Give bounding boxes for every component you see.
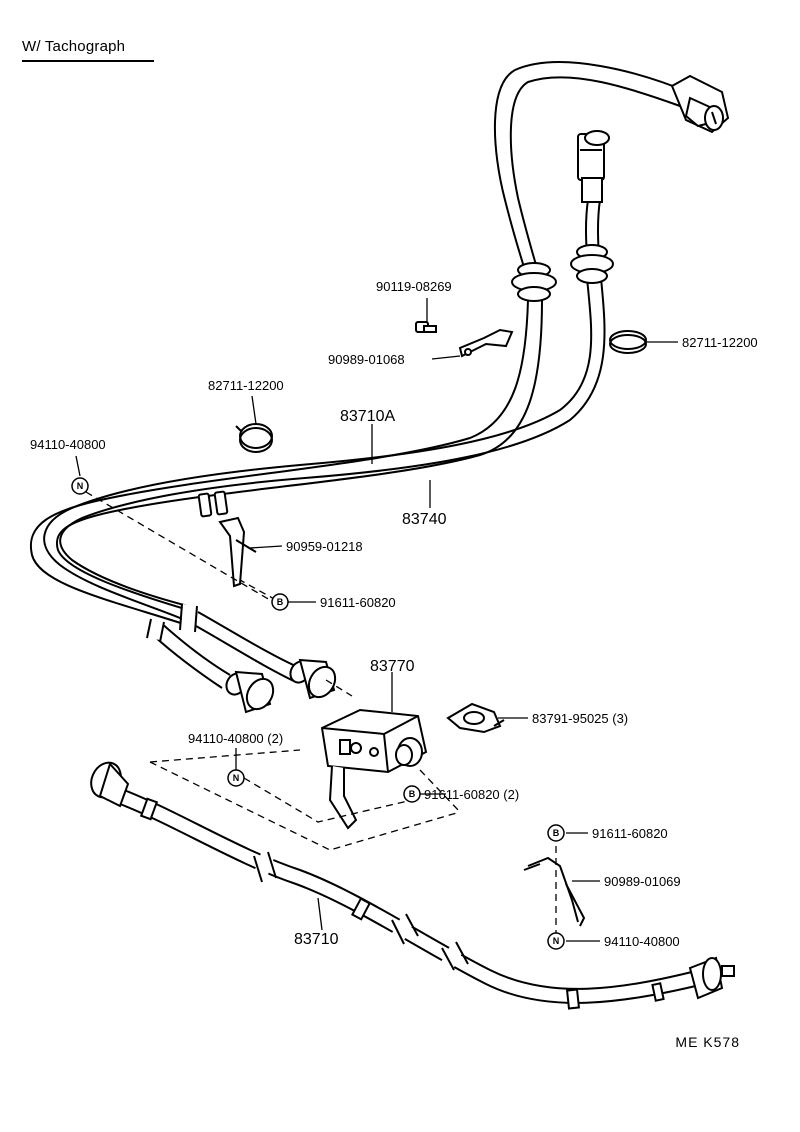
cable-83710a[interactable] <box>43 199 606 689</box>
label-82711-12200-right: 82711-12200 <box>682 335 758 350</box>
label-90989-01068: 90989-01068 <box>328 352 405 367</box>
label-90119-08269: 90119-08269 <box>376 279 452 294</box>
clip-90959-01218 <box>218 516 257 588</box>
diagram-code: ME K578 <box>675 1034 740 1050</box>
label-90989-01069: 90989-01069 <box>604 874 681 889</box>
cable-83710-breaks <box>250 850 469 972</box>
bracket-90989-01068 <box>458 328 514 358</box>
svg-text:B: B <box>553 828 560 838</box>
junction-box-83770[interactable] <box>320 708 428 830</box>
bracket-90989-01069 <box>523 856 586 927</box>
knurled-nut-lower-left <box>90 761 130 808</box>
grommet-right <box>570 244 614 284</box>
diagram-title: W/ Tachograph <box>22 38 126 55</box>
label-94110-40800-low: 94110-40800 <box>604 934 680 949</box>
label-83710a: 83710A <box>340 408 395 425</box>
marker-b-91611-b: B <box>403 785 421 803</box>
clamp-83791-95025 <box>446 702 505 734</box>
knurled-nut-upper-right <box>289 658 337 700</box>
grommet-left <box>511 262 557 302</box>
knurled-nut-upper-left <box>225 670 275 714</box>
label-83740: 83740 <box>402 511 447 528</box>
label-83791-95025: 83791-95025 (3) <box>532 711 628 726</box>
svg-text:B: B <box>409 789 416 799</box>
connector-middle <box>577 130 610 203</box>
leader-lines <box>75 298 678 942</box>
label-90959-01218: 90959-01218 <box>286 539 363 554</box>
svg-text:N: N <box>553 936 560 946</box>
label-91611-60820-low: 91611-60820 <box>592 826 668 841</box>
label-82711-12200-left: 82711-12200 <box>208 378 284 393</box>
label-94110-40800-top: 94110-40800 <box>30 437 106 452</box>
marker-n-94110-a: N <box>71 477 89 495</box>
label-94110-40800-mid: 94110-40800 (2) <box>188 731 283 746</box>
label-83770: 83770 <box>370 658 415 675</box>
svg-text:N: N <box>233 773 240 783</box>
guide-lines <box>85 491 557 934</box>
cable-83710[interactable] <box>119 789 705 1004</box>
title-underline <box>22 60 154 62</box>
svg-text:B: B <box>277 597 284 607</box>
cable-83710-sleeves <box>139 797 665 1010</box>
cable-breaks <box>146 603 198 643</box>
marker-n-94110-b: N <box>227 769 245 787</box>
label-91611-60820-top: 91611-60820 <box>320 595 396 610</box>
bolt-90119-08269 <box>415 321 437 333</box>
cable-band <box>197 490 229 518</box>
connector-top-right <box>670 74 730 134</box>
hose-clamp-left <box>235 423 273 453</box>
label-91611-60820-mid: 91611-60820 (2) <box>424 787 519 802</box>
marker-b-91611-a: B <box>271 593 289 611</box>
marker-b-91611-c: B <box>547 824 565 842</box>
marker-n-94110-c: N <box>547 932 565 950</box>
svg-text:N: N <box>77 481 84 491</box>
hose-clamp-right <box>609 330 647 354</box>
knurled-nut-lower-right <box>688 956 735 1000</box>
label-83710: 83710 <box>294 931 339 948</box>
